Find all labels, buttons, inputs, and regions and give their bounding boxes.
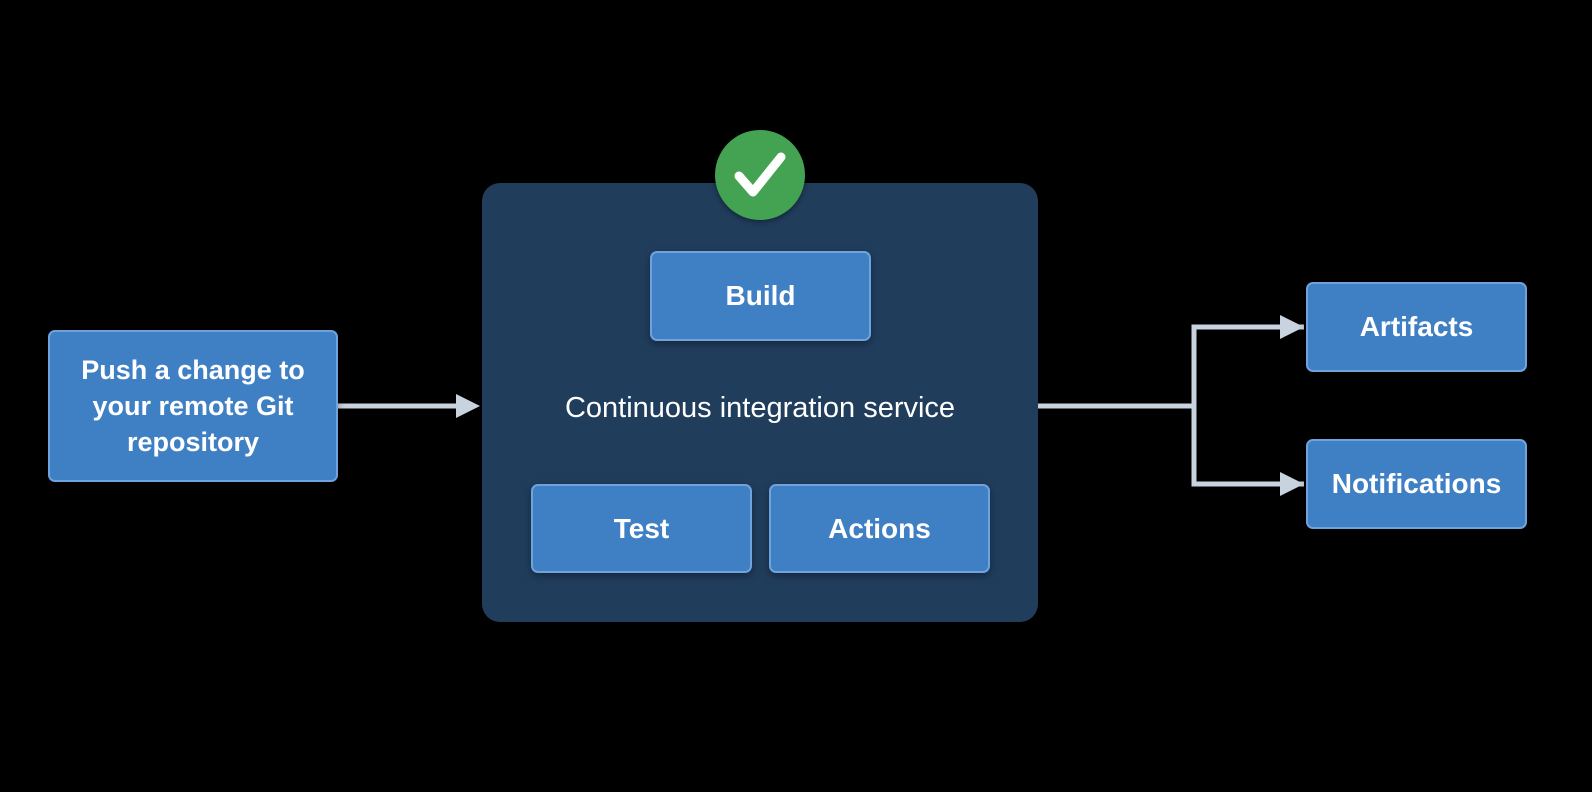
test-label: Test [613,512,670,544]
actions-label: Actions [828,512,931,544]
test-box: Test [531,484,752,573]
ci-service-label: Continuous integration service [564,392,956,424]
push-change-line-1: Push a change to [81,355,305,385]
notifications-box: Notifications [1306,439,1527,529]
push-change-line-2: your remote Git [92,391,294,421]
build-label: Build [725,280,796,311]
artifacts-label: Artifacts [1359,311,1474,342]
arrowhead-artifacts [1280,315,1304,339]
notifications-label: Notifications [1331,468,1502,499]
build-box: Build [650,251,871,341]
push-change-line-3: repository [126,427,260,457]
arrow-source-to-service [338,394,480,418]
arrow-service-to-outputs [1038,324,1304,487]
checkmark-icon [715,130,805,220]
arrowhead-notifications [1280,472,1304,496]
push-change-box: Push a change to your remote Git reposit… [48,330,338,482]
actions-box: Actions [769,484,990,573]
artifacts-box: Artifacts [1306,282,1527,372]
